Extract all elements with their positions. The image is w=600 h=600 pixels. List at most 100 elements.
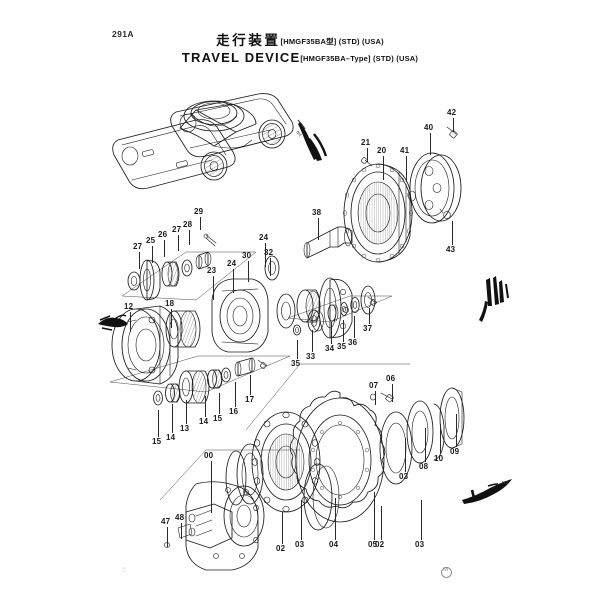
callout-leader [381,506,382,540]
part-callout-27[interactable]: 27 [133,242,143,251]
callout-leader [152,246,153,263]
part-callout-00[interactable]: 00 [204,451,214,460]
svg-text:ret: ret [294,130,303,139]
part-callout-25[interactable]: 25 [146,236,156,245]
part-callout-14[interactable]: 14 [199,417,209,426]
part-callout-13[interactable]: 13 [180,424,190,433]
part-callout-05[interactable]: 05 [368,540,378,549]
part-callout-34[interactable]: 34 [325,344,335,353]
part-callout-20[interactable]: 20 [377,146,387,155]
callout-leader [139,252,140,269]
sprocket-05 [289,390,386,523]
part-callout-03[interactable]: 03 [399,472,409,481]
title-english-suffix: [HMGF35BA–Type] (STD) (USA) [300,54,419,64]
small-parts-cluster-33-37 [287,295,393,336]
part-callout-36[interactable]: 36 [348,338,358,347]
part-callout-14[interactable]: 14 [166,433,176,442]
part-callout-08[interactable]: 08 [419,462,429,471]
callout-leader [375,391,376,405]
part-callout-21[interactable]: 21 [361,138,371,147]
part-callout-02[interactable]: 02 [375,540,385,549]
callout-leader [200,217,201,230]
sprocket-assembly [225,363,465,523]
part-callout-18[interactable]: 18 [165,299,175,308]
part-callout-42[interactable]: 42 [447,108,457,117]
part-callout-43[interactable]: 43 [446,245,456,254]
part-callout-02[interactable]: 02 [276,544,286,553]
callout-leader [312,330,313,352]
callout-leader [425,428,426,462]
title-english: TRAVEL DEVICE[HMGF35BA–Type] (STD) (USA) [0,50,600,66]
drum-18 [165,310,201,348]
part-callout-38[interactable]: 38 [312,208,322,217]
bolt-42 [446,126,458,139]
callout-leader [186,400,187,424]
bolt-06 [380,392,394,403]
part-callout-41[interactable]: 41 [400,146,410,155]
oring-02-motor [303,463,333,531]
callout-leader [205,396,206,417]
handwritten-ink-mark-top: ret [294,118,336,164]
callout-leader [250,375,251,395]
callout-leader [453,118,454,132]
callout-leader [374,492,375,540]
title-english-main: TRAVEL DEVICE [181,50,301,66]
part-callout-17[interactable]: 17 [245,395,255,404]
part-callout-37[interactable]: 37 [363,324,373,333]
part-callout-32[interactable]: 32 [264,248,274,257]
part-callout-29[interactable]: 29 [194,207,204,216]
part-callout-28[interactable]: 28 [183,220,193,229]
part-callout-47[interactable]: 47 [161,517,171,526]
part-callout-09[interactable]: 09 [450,447,460,456]
part-callout-23[interactable]: 23 [207,266,217,275]
part-callout-35[interactable]: 35 [337,342,347,351]
part-callout-33[interactable]: 33 [306,352,316,361]
part-callout-26[interactable]: 26 [158,230,168,239]
part-callout-48[interactable]: 48 [175,513,185,522]
undercarriage-illustration [112,93,294,190]
part-callout-03[interactable]: 03 [295,540,305,549]
part-callout-24[interactable]: 24 [227,259,237,268]
output-shaft-38 [303,226,353,259]
callout-leader [270,258,271,276]
callout-leader [430,133,431,155]
part-callout-30[interactable]: 30 [242,251,252,260]
part-callout-24[interactable]: 24 [259,233,269,242]
title-block: 走行装置[HMGF35BA型] (STD) (USA) TRAVEL DEVIC… [0,33,600,66]
small-parts-cluster-25-29 [121,233,257,301]
part-callout-10[interactable]: 10 [434,454,444,463]
bolt-21 [360,157,373,167]
part-callout-40[interactable]: 40 [424,123,434,132]
callout-leader [130,312,131,332]
part-callout-07[interactable]: 07 [369,381,379,390]
ring-gear-assembly [343,126,462,263]
rivet-47 [164,542,170,548]
callout-leader [282,512,283,544]
callout-leader [406,156,407,182]
callout-leader [172,404,173,433]
part-callout-15[interactable]: 15 [213,414,223,423]
callout-leader [211,461,212,513]
part-callout-06[interactable]: 06 [386,374,396,383]
callout-leader [178,235,179,251]
seal-03-left [236,443,264,505]
callout-leader [369,308,370,324]
part-callout-16[interactable]: 16 [229,407,239,416]
callout-leader [189,230,190,245]
callout-leader [405,438,406,472]
ring-08 [406,400,434,464]
handwritten-ink-mark-right [478,272,518,324]
part-callout-35[interactable]: 35 [291,359,301,368]
handwritten-ink-mark-left [96,310,130,336]
callout-leader [265,243,266,267]
part-callout-15[interactable]: 15 [152,437,162,446]
part-callout-04[interactable]: 04 [329,540,339,549]
part-callout-12[interactable]: 12 [124,302,134,311]
callout-leader [167,527,168,547]
oring-02-left [225,450,247,506]
title-japanese-suffix: [HMGF35BA型] (STD) (USA) [280,37,384,46]
callout-leader [367,148,368,162]
part-callout-03[interactable]: 03 [415,540,425,549]
part-callout-27[interactable]: 27 [172,225,182,234]
